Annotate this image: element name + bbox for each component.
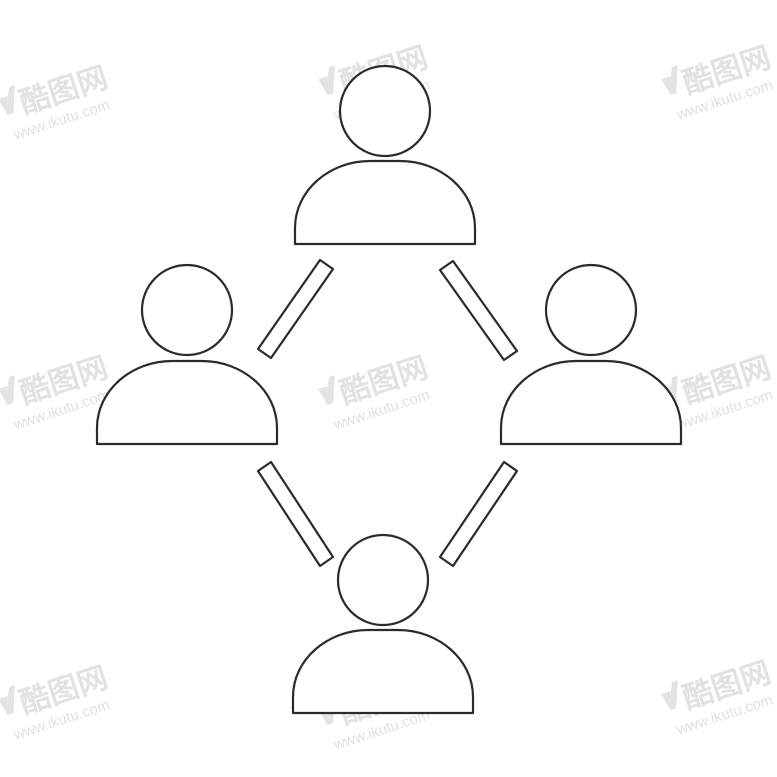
person-head	[338, 64, 432, 158]
watermark: 酷图网 www.ikutu.com	[0, 60, 112, 144]
person-body	[293, 159, 477, 246]
person-head	[336, 533, 430, 627]
person-body	[95, 359, 279, 446]
watermark: 酷图网 www.ikutu.com	[318, 350, 432, 434]
person-node-left	[95, 263, 279, 446]
watermark: 酷图网 www.ikutu.com	[661, 40, 775, 124]
connector-right-bottom	[438, 460, 519, 568]
brand-mark-icon	[0, 85, 15, 115]
person-icon	[293, 64, 477, 246]
person-node-right	[499, 263, 683, 446]
brand-mark-icon	[661, 65, 678, 95]
brand-mark-icon	[0, 375, 15, 405]
brand-mark-icon	[318, 65, 335, 95]
person-icon	[95, 263, 279, 446]
connector-layer	[256, 258, 519, 568]
person-node-bottom	[291, 533, 475, 715]
person-head	[544, 263, 638, 357]
brand-mark-icon	[0, 685, 15, 715]
person-body	[499, 359, 683, 446]
brand-mark-icon	[661, 680, 678, 710]
connector-top-right	[438, 259, 519, 362]
person-head	[140, 263, 234, 357]
brand-mark-icon	[318, 375, 335, 405]
person-icon	[499, 263, 683, 446]
person-body	[291, 628, 475, 715]
person-icon	[291, 533, 475, 715]
connector-left-bottom	[256, 460, 335, 568]
connector-top-left	[256, 258, 335, 360]
watermark: 酷图网 www.ikutu.com	[661, 655, 775, 739]
watermark: 酷图网 www.ikutu.com	[0, 660, 112, 744]
person-node-top	[293, 64, 477, 246]
